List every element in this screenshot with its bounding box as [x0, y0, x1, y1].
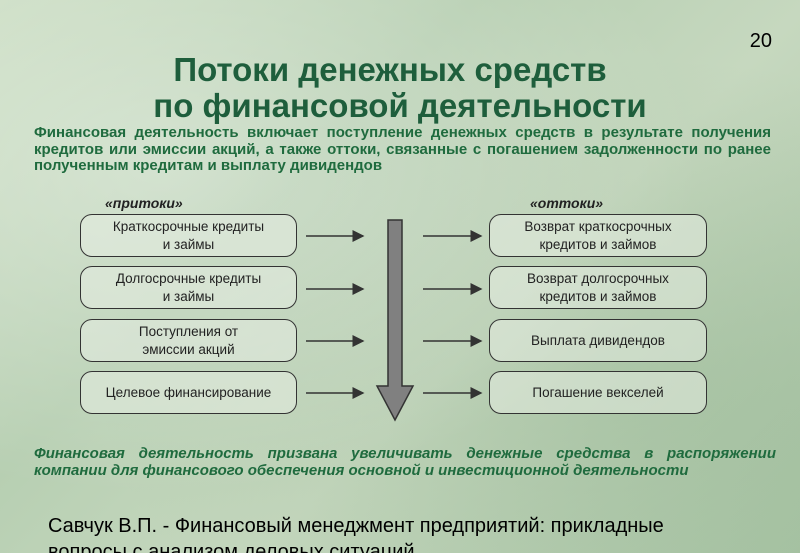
- box-line: Возврат краткосрочных: [524, 218, 672, 234]
- box-line: Выплата дивидендов: [531, 332, 665, 348]
- box-line: и займы: [162, 288, 215, 304]
- footer-paragraph: Финансовая деятельность призвана увеличи…: [34, 445, 776, 479]
- inflow-box-target-financing: Целевое финансирование: [80, 371, 297, 414]
- inflow-box-share-issue: Поступления от эмиссии акций: [80, 319, 297, 362]
- page-number: 20: [749, 30, 772, 52]
- box-line: и займы: [162, 236, 215, 252]
- outflows-header: «оттоки»: [530, 195, 604, 211]
- outflow-box-long-term-repayment: Возврат долгосрочных кредитов и займов: [489, 266, 707, 309]
- box-line: Возврат долгосрочных: [527, 270, 669, 286]
- reference-line1: Савчук В.П. - Финансовый менеджмент пред…: [48, 515, 664, 537]
- box-line: эмиссии акций: [142, 341, 235, 357]
- reference-line2: вопросы с анализом деловых ситуаций: [48, 541, 415, 553]
- box-line: Погашение векселей: [532, 384, 664, 400]
- outflow-box-short-term-repayment: Возврат краткосрочных кредитов и займов: [489, 214, 707, 257]
- box-line: Краткосрочные кредиты: [112, 218, 265, 234]
- page-title-line1: Потоки денежных средств: [173, 51, 607, 88]
- reference: Савчук В.П. - Финансовый менеджмент пред…: [48, 513, 788, 553]
- box-line: Долгосрочные кредиты: [115, 270, 262, 286]
- outflow-box-bills-repayment: Погашение векселей: [489, 371, 707, 414]
- box-line: кредитов и займов: [539, 236, 657, 252]
- down-arrow-icon: [375, 219, 415, 422]
- box-line: Поступления от: [138, 323, 239, 339]
- box-line: Целевое финансирование: [105, 384, 272, 400]
- inflow-box-short-term-loans: Краткосрочные кредиты и займы: [80, 214, 297, 257]
- outflow-box-dividends: Выплата дивидендов: [489, 319, 707, 362]
- inflows-header: «притоки»: [105, 195, 183, 211]
- box-line: кредитов и займов: [539, 288, 657, 304]
- page-title-line2: по финансовой деятельности: [153, 87, 647, 124]
- intro-paragraph: Финансовая деятельность включает поступл…: [34, 124, 771, 175]
- inflow-box-long-term-loans: Долгосрочные кредиты и займы: [80, 266, 297, 309]
